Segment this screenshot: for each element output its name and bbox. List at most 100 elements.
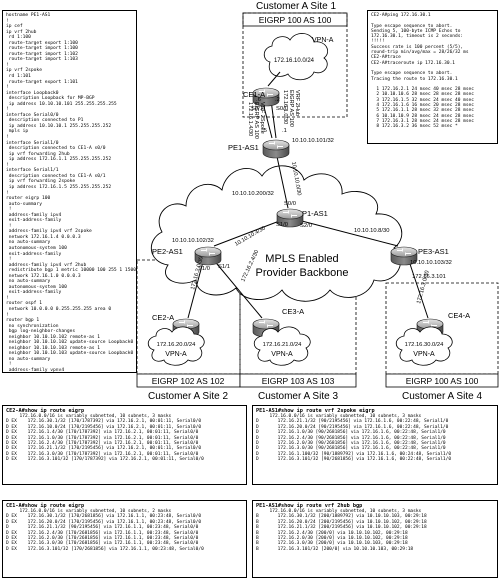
config-line: ip address 10.10.10.101 255.255.255.255 xyxy=(6,101,117,107)
diagram-labels: CE1-A S0/0 S0/1 .1 .2 .5 .6 PE1-AS1 10.1… xyxy=(152,90,470,358)
ce1-label: CE1-A xyxy=(243,90,265,99)
link-right-label: 172.16.1.0/30 xyxy=(282,90,288,124)
config-line: description connected to CE1-A s0/0 xyxy=(6,146,106,152)
dot2-label: .2 xyxy=(275,97,280,103)
route-line: D EX 172.16.30.1/32 [170/2681856] via 17… xyxy=(6,514,202,520)
vpn-a-top-label: VPN-A xyxy=(312,37,334,44)
config-line: router eigrp 100 xyxy=(6,196,51,202)
ce3-label: CE3-A xyxy=(282,307,304,316)
pe1-label: PE1-AS1 xyxy=(228,143,259,152)
config-line: interface Serial0/0 xyxy=(6,112,59,118)
route-line: D EX 172.16.1.4/30 [170/1787392] via 172… xyxy=(6,430,199,436)
config-line: redistribute bgp 1 metric 10000 100 255 … xyxy=(6,268,136,274)
config-line: ! xyxy=(6,135,9,141)
p1-s2-label: S2/0 xyxy=(300,223,312,229)
config-line: route-target export 1:101 xyxy=(6,79,78,85)
config-line: autonomous-system 100 xyxy=(6,284,67,290)
config-line: network 10.0.0.0 0.255.255.255 area 0 xyxy=(6,306,112,312)
ping-line: 2 10.10.10.6 28 msec 28 msec 28 msec xyxy=(371,92,474,98)
site3-title: Customer A Site 3 xyxy=(258,391,338,402)
config-line: address-family ipv4 vrf 2hub xyxy=(6,262,87,268)
route-panel-ce1: CE1-A#show ip route eigrp 172.16.0.0/16 … xyxy=(2,500,247,578)
config-line: ip address 172.16.1.5 255.255.255.252 xyxy=(6,184,112,190)
ce1-network-label: 172.16.10.0/24 xyxy=(274,58,315,64)
config-line: route-target import 1:100 xyxy=(6,46,78,52)
site1-eigrp-label: EIGRP 100 AS 100 xyxy=(259,15,332,25)
ce3-vpn-label: VPN-A xyxy=(271,351,293,358)
route-line: B 172.16.2.4/30 [200/0] via 10.10.10.102… xyxy=(256,530,408,536)
route-panel-title: PE1-AS1#show ip route vrf 2hub bgp xyxy=(256,503,363,509)
site4-boundary xyxy=(385,282,499,375)
pe1-p1-link-label: 10.10.10.0/30 xyxy=(290,161,302,196)
pe1-loopback-label: 10.10.10.101/32 xyxy=(292,138,334,144)
link-right-vrf: VRF 2Hub xyxy=(294,90,300,116)
config-line: ! xyxy=(6,223,12,229)
config-line: ! xyxy=(6,62,9,68)
ping-line: round-trip min/avg/max = 28/26/32 ms xyxy=(371,50,469,56)
link-ce1-pe1-right xyxy=(270,99,277,139)
site4-eigrp-box xyxy=(385,373,499,388)
link-pe1-p1 xyxy=(275,151,289,209)
route-line: B 172.16.20.0/24 [200/2195456] via 10.10… xyxy=(256,519,427,525)
config-line: bgp log-neighbor-changes xyxy=(6,329,76,335)
dot5-label: .5 xyxy=(262,128,267,134)
config-line: neighbor 10.10.10.102 update-source Loop… xyxy=(6,340,134,346)
config-line: ip vrf forwarding 2hub xyxy=(6,151,70,157)
config-line: ! xyxy=(6,295,9,301)
route-line: 172.16.0.0/16 is variably subnetted, 10 … xyxy=(256,414,422,419)
route-line: D EX 172.16.1.0/30 [170/1787392] via 172… xyxy=(6,435,199,441)
route-line: D EX 172.16.30.1/32 [170/1787392] via 17… xyxy=(6,419,202,425)
config-line: ! xyxy=(6,85,9,91)
pe2-router-icon xyxy=(194,246,222,266)
route-line: D EX 172.16.3.0/30 [170/1787392] via 172… xyxy=(6,451,199,457)
site3-eigrp-label: EIGRP 103 AS 103 xyxy=(262,376,335,386)
link-left-vrf: VRF 2Spoke xyxy=(259,102,265,134)
config-line: ! xyxy=(6,162,9,168)
site2-eigrp-label: EIGRP 102 AS 102 xyxy=(152,376,225,386)
ping-text: CE2-A#ping 172.16.30.1 Type escape seque… xyxy=(368,11,497,132)
ping-line: 6 10.10.10.9 28 msec 24 msec 28 msec xyxy=(371,113,474,119)
config-line: route-target import 1:103 xyxy=(6,57,78,63)
config-line: ! xyxy=(6,362,12,368)
link-left-eigrp: EIGRP AS 100 xyxy=(253,102,259,139)
ping-line: 1 172.16.2.1 24 msec 40 msec 28 msec xyxy=(371,87,474,93)
site1-cloud xyxy=(263,33,328,81)
route-line: D 172.16.3.0/30 [90/2681856] via 172.16.… xyxy=(256,446,446,452)
route-line: D EX 172.16.21.1/32 [170/2195456] via 17… xyxy=(6,446,202,452)
ping-line: 4 172.16.1.6 16 msec 20 msec 28 msec xyxy=(371,103,474,109)
config-line: hostname PE1-AS1 xyxy=(6,13,51,18)
p1-label: P1-AS1 xyxy=(302,209,328,218)
ping-line: Success rate is 100 percent (5/5), xyxy=(371,44,464,50)
config-line: ! xyxy=(6,207,12,213)
config-line: network 172.16.1.4 0.0.0.3 xyxy=(6,234,81,240)
p1-loopback-label: 10.10.10.200/32 xyxy=(232,191,274,197)
route-line: D 172.16.20.0/24 [90/2195456] via 172.16… xyxy=(256,424,449,430)
config-line: auto-summary xyxy=(6,201,42,207)
network-diagram: Customer A Site 1 EIGRP 100 AS 100 VPN-A… xyxy=(136,1,499,402)
config-line: no auto-summary xyxy=(6,356,51,362)
route-line: D 172.16.3.101/32 [90/2681856] via 172.1… xyxy=(256,457,452,463)
pe2-s2-label: S1/1 xyxy=(218,264,230,270)
ping-line: 8 172.16.3.2 36 msec 52 msec * xyxy=(371,124,458,130)
ce3-net-label: 172.16.21.0/24 xyxy=(263,342,302,348)
route-panel-pe1-spoke: PE1-AS1#show ip route vrf 2spoke eigrp 1… xyxy=(252,405,498,485)
mpls-label-line1: MPLS Enabled xyxy=(265,253,338,265)
ce2-net-label: 172.16.20.0/24 xyxy=(157,342,196,348)
config-line: no synchronization xyxy=(6,323,59,329)
route-line: B 172.16.30.1/32 [200/1889792] via 10.10… xyxy=(256,514,427,520)
site1-boundary xyxy=(242,12,348,118)
link-pe2-ce2 xyxy=(187,257,205,319)
route-panel-ce2: CE2-A#show ip route eigrp 172.16.0.0/16 … xyxy=(2,405,247,485)
config-line: ! xyxy=(6,107,9,113)
link-ce1-cloud xyxy=(267,71,281,87)
config-line: neighbor 10.10.10.102 remote-as 1 xyxy=(6,334,101,340)
route-line: B 172.16.2.0/30 [200/0] via 10.10.10.102… xyxy=(256,536,408,542)
ce2-vpn-label: VPN-A xyxy=(165,351,187,358)
pe3-ce4-addr-label: 172.16.3.101 xyxy=(412,274,446,280)
ping-line: CE2-A#ping 172.16.30.1 xyxy=(371,13,431,18)
ping-line: CE2-A#traceroute ip 172.16.30.1 xyxy=(371,60,455,66)
ping-line: Sending 5, 100-byte ICMP Echos to xyxy=(371,28,461,34)
config-line: description Loopback for MP-BGP xyxy=(6,96,95,102)
ping-line: 7 172.16.3.1 28 msec 24 msec 28 msec xyxy=(371,118,474,124)
